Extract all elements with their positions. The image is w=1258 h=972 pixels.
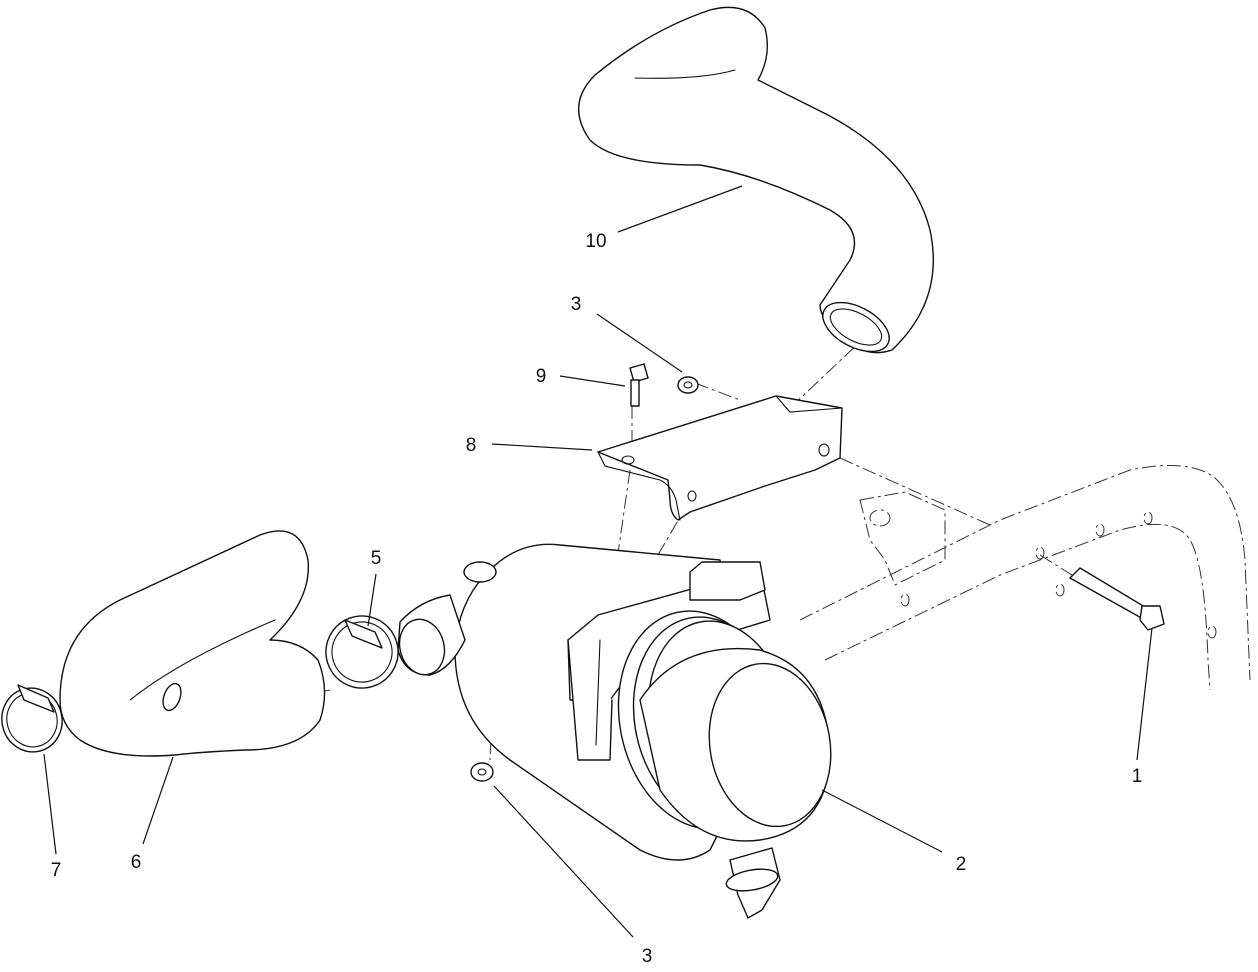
hose-clamp-5: [325, 615, 399, 689]
mounting-bracket: [597, 395, 843, 521]
hose-clamp-7: [1, 684, 63, 753]
callout-3-lower: 3: [642, 946, 653, 967]
callout-labels: 10 3 9 8 5 6 7 1 2 3: [51, 231, 1143, 967]
flange-nut-lower: [470, 762, 494, 782]
callout-9: 9: [536, 366, 547, 387]
air-cleaner-assembly: [454, 543, 832, 919]
leader-lines: [43, 185, 1153, 938]
hex-bolt-9: [629, 363, 649, 407]
lower-intake-hose: [59, 530, 326, 757]
hex-bolt-1: [1069, 567, 1165, 631]
upper-intake-hose: [577, 6, 934, 354]
callout-10: 10: [585, 231, 606, 252]
callout-2: 2: [956, 854, 967, 875]
frame-phantom: [799, 465, 1251, 691]
callout-8: 8: [466, 435, 477, 456]
callout-6: 6: [131, 852, 142, 873]
callout-5: 5: [371, 548, 382, 569]
flange-nut-upper: [677, 376, 699, 394]
callout-3-upper: 3: [571, 294, 582, 315]
callout-7: 7: [51, 860, 62, 881]
callout-1: 1: [1132, 766, 1143, 787]
air-cleaner-outlet-stub: [397, 594, 466, 676]
